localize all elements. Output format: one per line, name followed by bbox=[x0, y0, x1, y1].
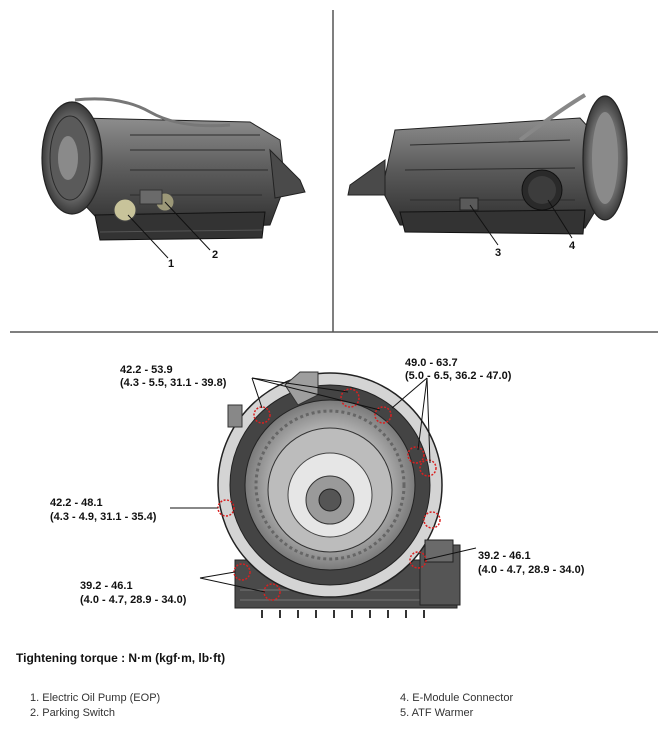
callout-line-4 bbox=[547, 199, 573, 239]
legend-left: 1. Electric Oil Pump (EOP) 2. Parking Sw… bbox=[30, 691, 160, 721]
torque-mid-left-line1: 42.2 - 48.1 bbox=[50, 497, 103, 509]
callout-2: 2 bbox=[212, 249, 218, 261]
torque-leader-lines bbox=[170, 377, 477, 593]
torque-top-right-line1: 49.0 - 63.7 bbox=[405, 357, 458, 369]
callout-line-3 bbox=[469, 204, 499, 246]
bolt-top-right-1 bbox=[374, 406, 392, 424]
legend-item-4: 4. E-Module Connector bbox=[400, 692, 514, 704]
torque-bottom-left-line1: 39.2 - 46.1 bbox=[80, 580, 133, 592]
tightening-torque-title: Tightening torque : N·m (kgf·m, lb·ft) bbox=[16, 651, 226, 665]
bolt-right-1 bbox=[407, 446, 425, 464]
callout-line-1 bbox=[127, 214, 169, 259]
legend-item-1: 1. Electric Oil Pump (EOP) bbox=[30, 692, 161, 704]
legend-item-5: 5. ATF Warmer bbox=[400, 707, 474, 719]
torque-bottom-left-line2: (4.0 - 4.7, 28.9 - 34.0) bbox=[80, 594, 187, 606]
callout-4: 4 bbox=[569, 240, 576, 252]
bolt-right-3 bbox=[423, 511, 441, 529]
callout-line-2 bbox=[164, 201, 211, 251]
torque-mid-left-line2: (4.3 - 4.9, 31.1 - 35.4) bbox=[50, 511, 157, 523]
callout-1: 1 bbox=[168, 258, 174, 270]
legend-right: 4. E-Module Connector 5. ATF Warmer bbox=[400, 691, 513, 721]
torque-top-right-line2: (5.0 - 6.5, 36.2 - 47.0) bbox=[405, 370, 512, 382]
bolt-right-2 bbox=[419, 459, 437, 477]
torque-top-left-line2: (4.3 - 5.5, 31.1 - 39.8) bbox=[120, 377, 227, 389]
torque-right-line1: 39.2 - 46.1 bbox=[478, 550, 531, 562]
torque-top-left-line1: 42.2 - 53.9 bbox=[120, 364, 173, 376]
torque-right-line2: (4.0 - 4.7, 28.9 - 34.0) bbox=[478, 564, 585, 576]
bolt-top-center bbox=[340, 388, 360, 408]
transmission-front-view bbox=[217, 371, 461, 618]
transmission-right-view bbox=[347, 93, 628, 235]
callout-3: 3 bbox=[495, 247, 501, 259]
transmission-left-view bbox=[41, 97, 306, 241]
bolt-top-left bbox=[253, 406, 271, 424]
legend-item-2: 2. Parking Switch bbox=[30, 707, 115, 719]
